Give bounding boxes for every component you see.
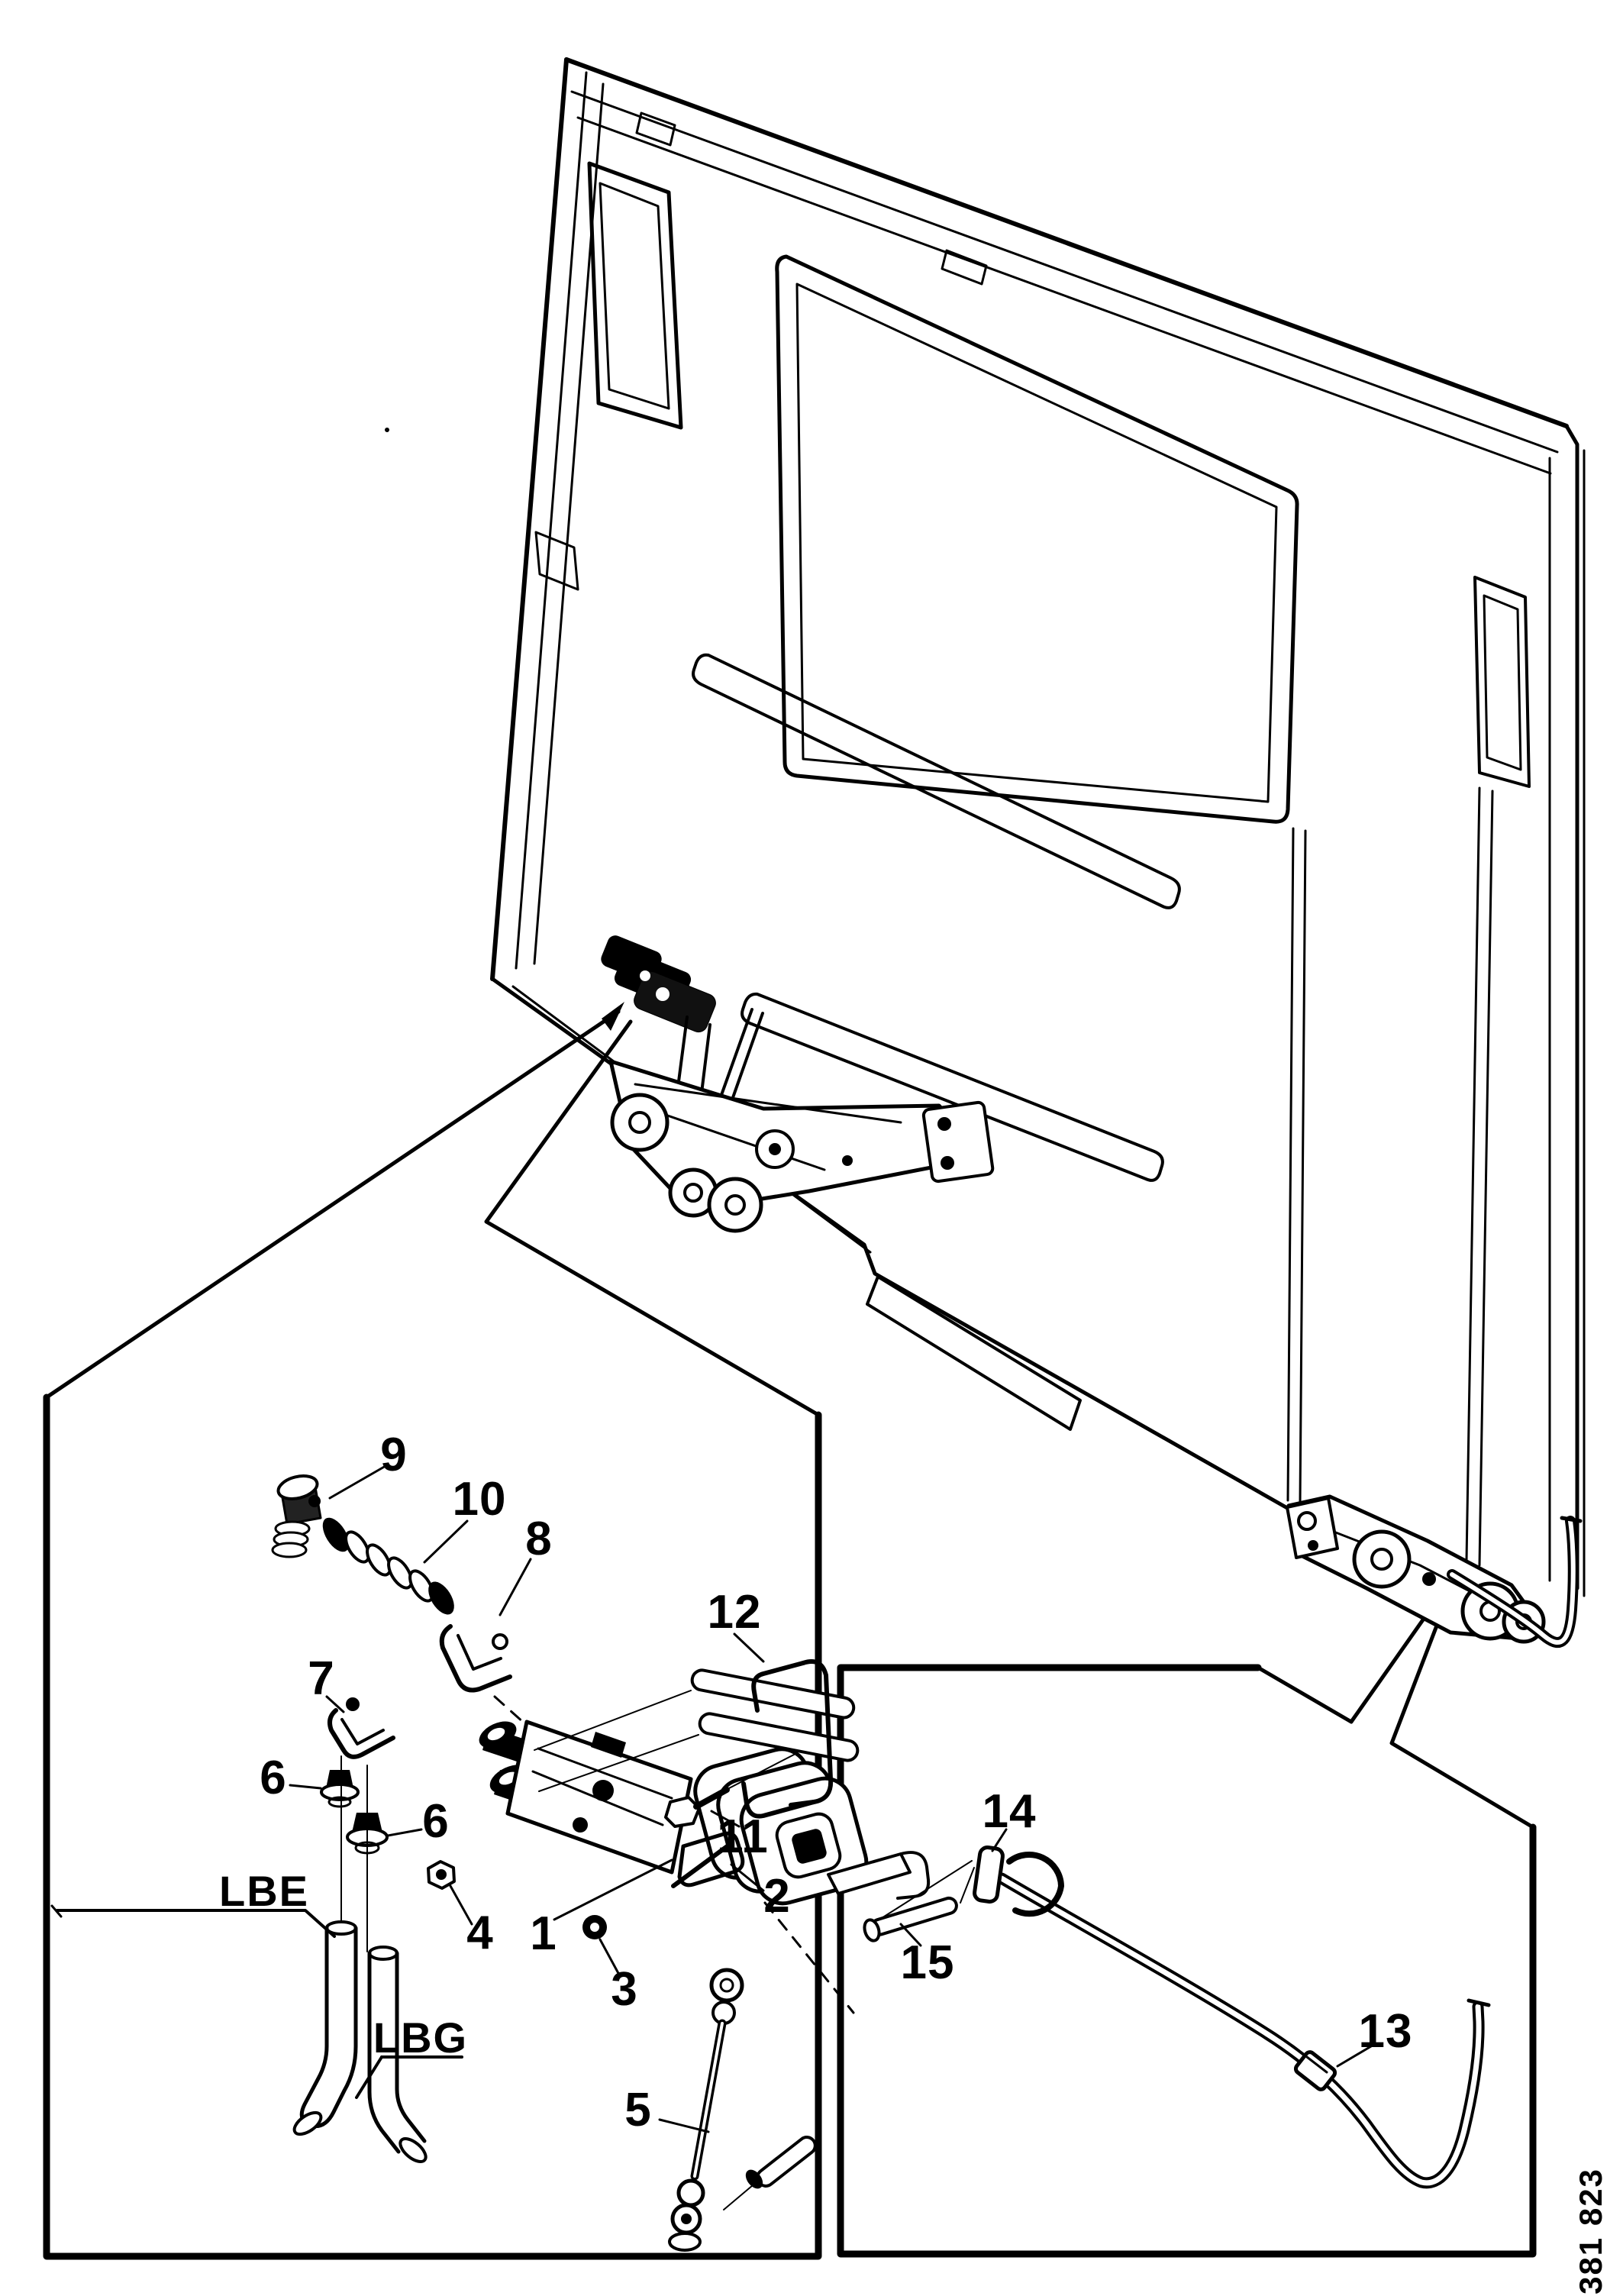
callout-2: 2 [763,1870,791,1923]
port-label-lbg: LBG [373,2013,469,2062]
port-label-lbe: LBE [219,1867,309,1915]
callout-14: 14 [982,1785,1037,1838]
left-latch-mechanism [601,935,995,1233]
callout-1: 1 [530,1907,557,1960]
callout-10: 10 [452,1473,507,1526]
callout-6-upper: 6 [260,1752,287,1804]
callout-7: 7 [308,1652,335,1705]
callout-12: 12 [707,1586,762,1639]
callout-5: 5 [624,2084,652,2136]
callout-11: 11 [717,1810,769,1863]
exploded-valve-parts [50,1464,931,2252]
callout-9: 9 [380,1429,408,1481]
right-latch-mechanism [1286,1494,1583,1648]
detail-box-right-frame [837,1664,1537,2258]
callout-4: 4 [466,1907,494,1959]
figure-number: 381 823 [1573,2168,1608,2294]
callout-8: 8 [525,1513,553,1565]
callout-6-lower: 6 [422,1795,450,1848]
callout-13: 13 [1358,2005,1413,2058]
callout-3: 3 [611,1963,638,2016]
cab-panel-outline [385,57,1586,1597]
release-cable-parts [863,1828,1491,2189]
callout-15: 15 [900,1936,955,1989]
